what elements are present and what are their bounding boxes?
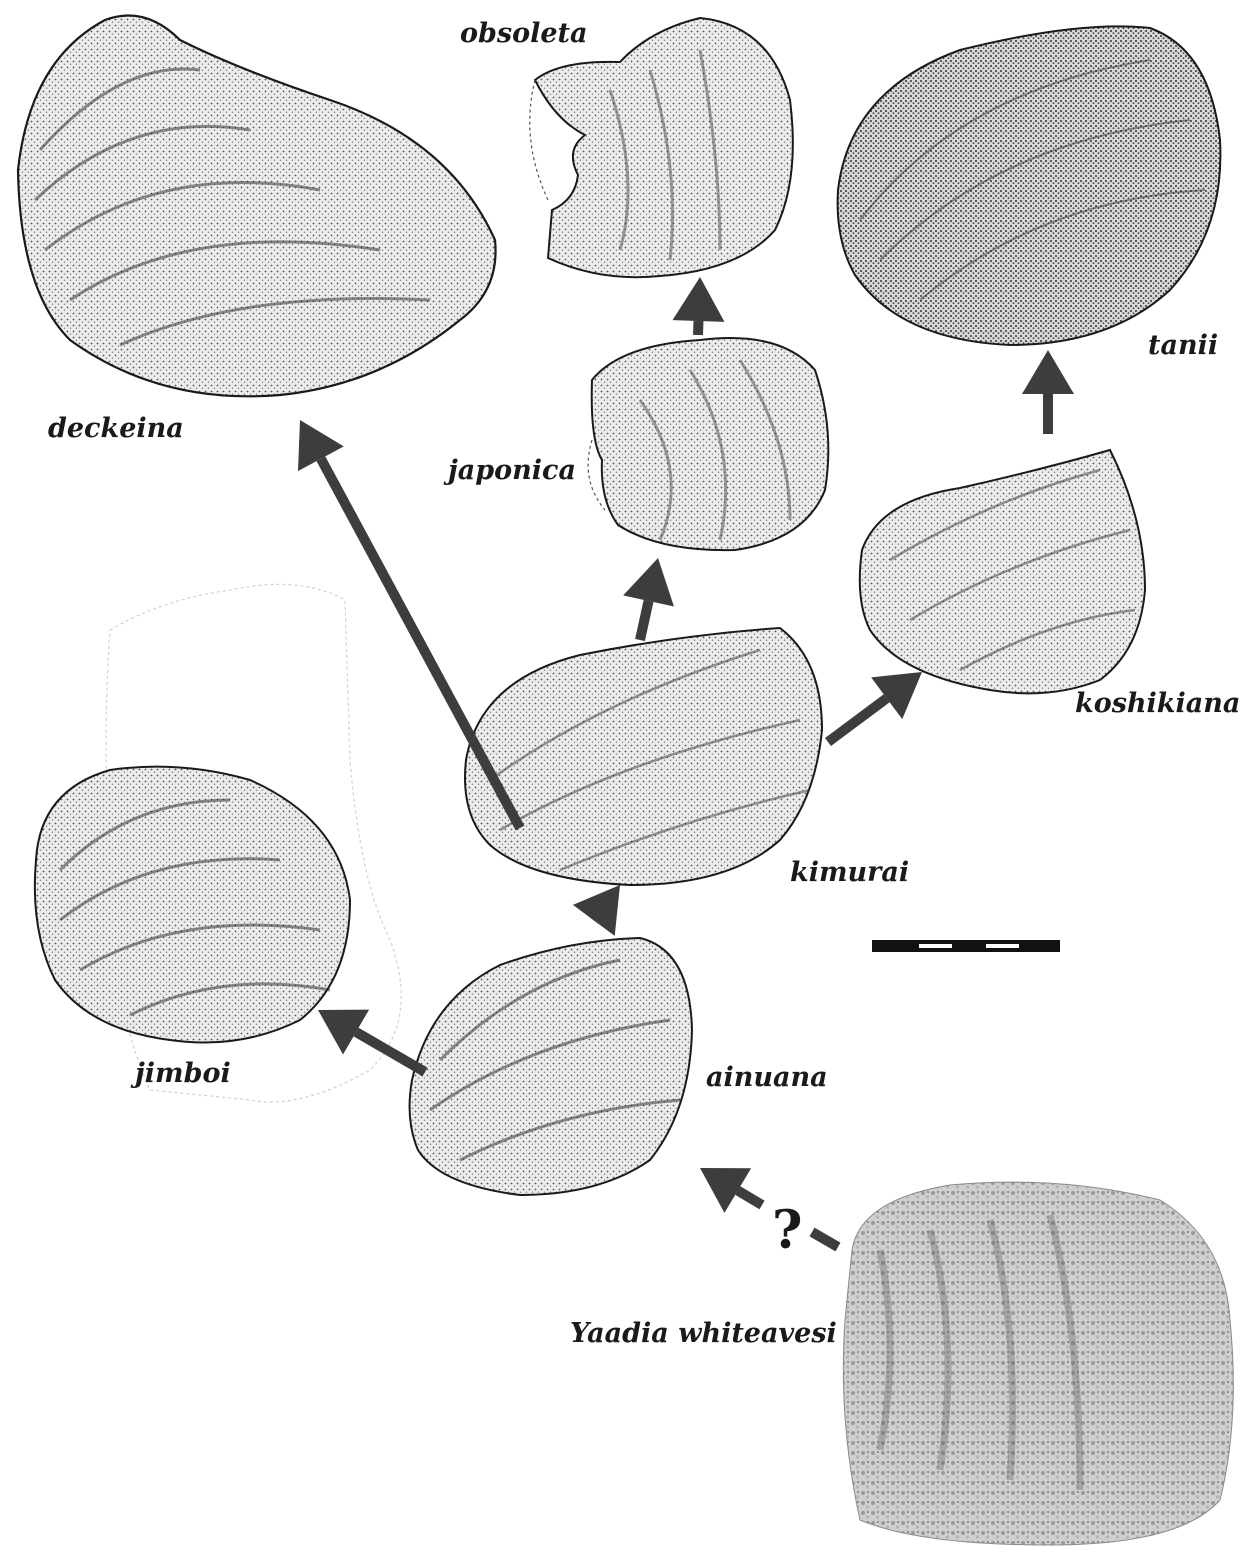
shell-tanii	[838, 26, 1221, 345]
arrow-koshikiana-to-tanii	[1022, 350, 1074, 434]
label-jimboi: jimboi	[135, 1058, 231, 1089]
arrow-koshikiana-to-tanii-head	[1022, 350, 1074, 394]
shell-japonica	[588, 338, 828, 550]
shell-ainuana	[410, 938, 692, 1195]
arrow-kimurai-to-japonica-head	[623, 558, 674, 607]
arrow-japonica-to-obsoleta-head	[672, 277, 724, 322]
shell-jimboi	[35, 767, 350, 1043]
arrow-kimurai-to-japonica-shaft	[640, 601, 649, 640]
label-kimurai: kimurai	[790, 857, 909, 888]
label-deckeina: deckeina	[48, 413, 184, 444]
arrow-yaadia-to-ainuana-shaft	[738, 1191, 762, 1205]
label-obsoleta: obsoleta	[460, 18, 588, 49]
arrow-japonica-to-obsoleta	[672, 277, 724, 335]
arrow-ainuana-to-jimboi	[318, 1010, 425, 1072]
arrow-ainuana-to-deckeina-shaft	[321, 459, 520, 828]
arrow-yaadia-to-ainuana	[700, 1168, 762, 1213]
uncertain-question-mark: ?	[772, 1200, 802, 1261]
scale-bar	[872, 940, 1060, 952]
label-japonica: japonica	[448, 455, 576, 486]
shell-yaadia-whiteavesi	[843, 1182, 1233, 1545]
label-tanii: tanii	[1148, 330, 1218, 361]
arrow-ainuana-to-jimboi-shaft	[356, 1032, 425, 1072]
shell-kimurai	[465, 628, 822, 885]
arrow-kimurai-to-koshikiana	[828, 672, 922, 742]
arrow-ainuana-to-kimurai-head	[573, 885, 620, 936]
shell-koshikiana	[860, 450, 1145, 693]
arrow-ainuana-to-kimurai	[573, 885, 620, 936]
arrow-kimurai-to-koshikiana-head	[871, 672, 922, 719]
arrow-yaadia-to-ainuana-dashed-tail	[812, 1232, 838, 1247]
label-yaadia-whiteavesi: Yaadia whiteavesi	[570, 1318, 837, 1349]
shell-deckeina	[18, 16, 496, 397]
label-ainuana: ainuana	[706, 1062, 828, 1093]
label-koshikiana: koshikiana	[1075, 688, 1240, 719]
arrow-kimurai-to-japonica	[623, 558, 674, 640]
arrow-kimurai-to-koshikiana-shaft	[828, 698, 887, 742]
shell-obsoleta	[530, 18, 793, 277]
